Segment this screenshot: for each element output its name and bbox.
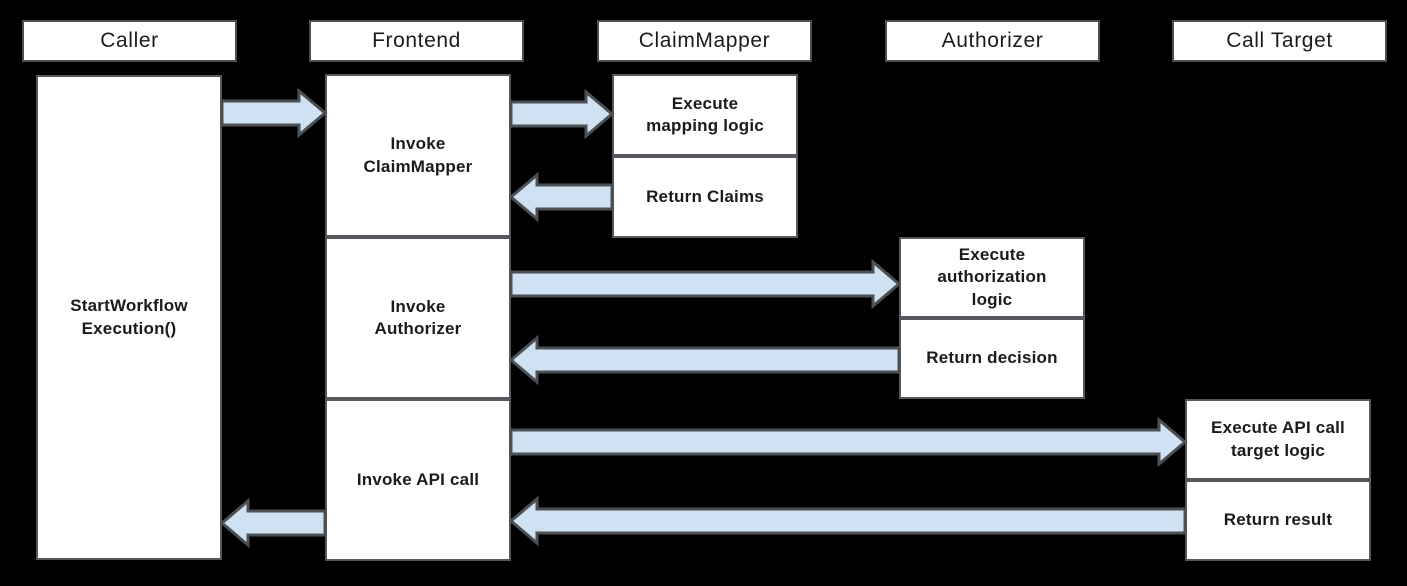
column-header-claimmapper: ClaimMapper bbox=[597, 20, 812, 62]
column-header-authorizer: Authorizer bbox=[885, 20, 1100, 62]
box-invoke-authorizer: Invoke Authorizer bbox=[325, 237, 511, 399]
box-label-return-decision: Return decision bbox=[926, 348, 1058, 368]
box-label-return-claims: Return Claims bbox=[646, 186, 764, 206]
box-execute-api-call-target-logic: Execute API call target logic bbox=[1185, 399, 1371, 480]
box-label-execute-api-call-target-logic: Execute API call target logic bbox=[1211, 418, 1345, 460]
box-start-workflow-execution: StartWorkflow Execution() bbox=[36, 75, 222, 560]
box-label-execute-authorization-logic: Execute authorization logic bbox=[937, 244, 1047, 309]
column-header-calltarget: Call Target bbox=[1172, 20, 1387, 62]
column-header-label-caller: Caller bbox=[100, 29, 159, 52]
column-header-frontend: Frontend bbox=[309, 20, 524, 62]
box-label-execute-mapping-logic: Execute mapping logic bbox=[646, 93, 764, 135]
box-label-invoke-claimmapper: Invoke ClaimMapper bbox=[363, 134, 473, 176]
column-header-label-claimmapper: ClaimMapper bbox=[638, 29, 771, 52]
box-return-result: Return result bbox=[1185, 480, 1371, 561]
box-label-invoke-authorizer: Invoke Authorizer bbox=[374, 296, 462, 338]
box-label-return-result: Return result bbox=[1223, 510, 1333, 530]
box-execute-mapping-logic: Execute mapping logic bbox=[612, 74, 798, 156]
column-header-label-frontend: Frontend bbox=[372, 29, 461, 52]
box-return-claims: Return Claims bbox=[612, 156, 798, 238]
box-invoke-api-call: Invoke API call bbox=[325, 399, 511, 561]
box-label-start-workflow-execution: StartWorkflow Execution() bbox=[70, 296, 188, 338]
column-header-caller: Caller bbox=[22, 20, 237, 62]
box-invoke-claimmapper: Invoke ClaimMapper bbox=[325, 74, 511, 237]
column-header-label-authorizer: Authorizer bbox=[941, 29, 1044, 52]
box-label-invoke-api-call: Invoke API call bbox=[356, 469, 480, 489]
column-header-label-calltarget: Call Target bbox=[1226, 29, 1333, 52]
box-execute-authorization-logic: Execute authorization logic bbox=[899, 237, 1085, 318]
box-return-decision: Return decision bbox=[899, 318, 1085, 399]
